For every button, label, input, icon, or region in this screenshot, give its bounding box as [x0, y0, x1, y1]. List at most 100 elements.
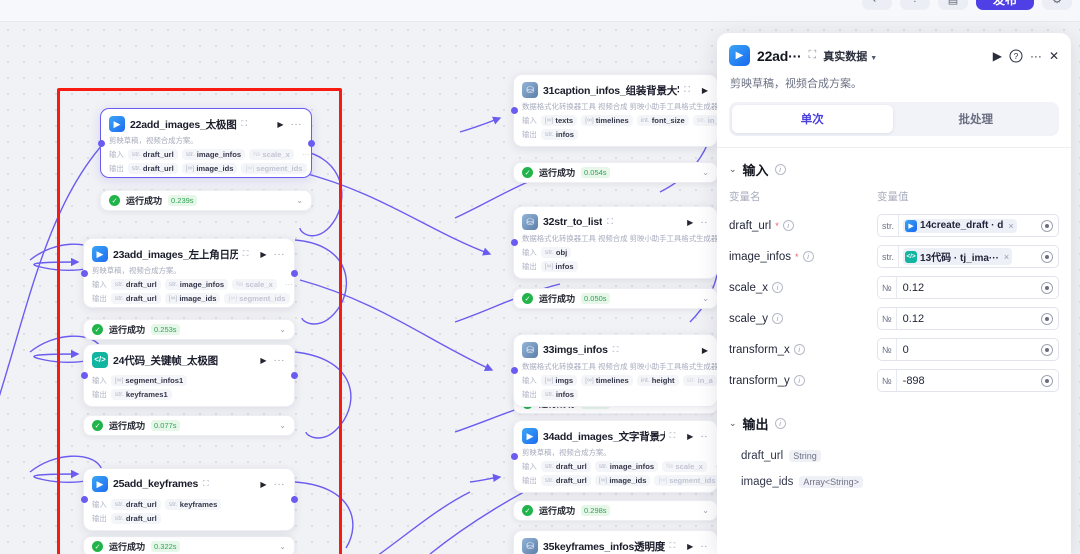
- value-options-icon[interactable]: [1041, 219, 1053, 232]
- node-card-31caption-infos[interactable]: ⛁ 31caption_infos_组装背景大字 ⛶ ▶ 数据格式化转换器工具 …: [510, 74, 718, 147]
- play-icon[interactable]: ▶: [277, 119, 284, 129]
- chevron-down-icon[interactable]: ⌄: [702, 506, 709, 515]
- play-icon[interactable]: ▶: [260, 479, 267, 489]
- output-port[interactable]: [307, 139, 315, 147]
- close-icon[interactable]: ×: [1008, 220, 1014, 231]
- play-icon[interactable]: ▶: [701, 345, 708, 355]
- required-marker: *: [795, 251, 799, 262]
- node-card-33imgs-infos[interactable]: ⛁ 33imgs_infos ⛶ ▶ 数据格式化转换器工具 视频合成 剪映小助手…: [510, 334, 718, 407]
- reference-input[interactable]: str. </> 13代码 · tj_ima··· ×: [877, 245, 1059, 268]
- io-chip: str.draft_url: [540, 475, 591, 486]
- ellipsis-icon[interactable]: ···: [273, 478, 285, 490]
- field-value-text[interactable]: 0: [902, 343, 909, 356]
- node-card-32str-to-list[interactable]: ⛁ 32str_to_list ⛶ ▶ ·· 数据格式化转换器工具 视频合成 剪…: [510, 206, 718, 279]
- question-icon[interactable]: ?: [1009, 49, 1023, 63]
- chevron-down-icon[interactable]: ⌄: [279, 542, 286, 551]
- reference-input[interactable]: str. ▶ 14create_draft · d ×: [877, 214, 1059, 237]
- info-icon[interactable]: i: [793, 375, 805, 386]
- play-icon[interactable]: ▶: [687, 431, 694, 441]
- node-card-34add-images[interactable]: ▶ 34add_images_文字背景大字 ⛶ ▶ ·· 剪映草稿，视频合成方案…: [510, 420, 718, 493]
- info-icon[interactable]: i: [774, 164, 786, 175]
- ellipsis-icon[interactable]: ···: [290, 118, 302, 130]
- play-icon[interactable]: ▶: [260, 249, 267, 259]
- node-status-22[interactable]: ✓ 运行成功 0.239s ⌄: [100, 190, 312, 211]
- io-chip: [∞]segment_ids: [241, 163, 307, 174]
- node-card-35keyframes-infos[interactable]: ⛁ 35keyframes_infos透明度 ⛶ ▶ ··: [513, 530, 718, 554]
- input-port[interactable]: [510, 453, 518, 460]
- layout-icon[interactable]: ▤: [938, 0, 968, 10]
- column-variable-name: 变量名: [729, 191, 761, 203]
- undo-icon[interactable]: ↩: [862, 0, 892, 10]
- input-port[interactable]: [510, 239, 518, 246]
- info-icon[interactable]: i: [793, 344, 805, 355]
- input-port[interactable]: [510, 367, 518, 374]
- ellipsis-icon[interactable]: ··: [700, 216, 708, 228]
- play-icon[interactable]: ▶: [260, 355, 267, 365]
- node-description: 剪映草稿，视频合成方案。: [522, 448, 611, 457]
- ellipsis-icon[interactable]: ··: [700, 540, 708, 552]
- chevron-down-icon[interactable]: ⌄: [279, 325, 286, 334]
- number-input[interactable]: № 0.12: [877, 307, 1059, 330]
- info-icon[interactable]: i: [774, 418, 786, 429]
- input-section-header[interactable]: ⌄ 输入 i: [729, 148, 1059, 189]
- close-icon[interactable]: ×: [1003, 251, 1010, 262]
- play-icon[interactable]: ▶: [992, 48, 1002, 63]
- selection-rectangle: [57, 88, 342, 554]
- tab-single-run[interactable]: 单次: [732, 105, 893, 133]
- bookmark-icon[interactable]: ⛶: [808, 49, 817, 61]
- chevron-down-icon[interactable]: ⌄: [729, 418, 737, 428]
- output-port[interactable]: [290, 269, 298, 277]
- value-options-icon[interactable]: [1041, 343, 1053, 356]
- node-status-24[interactable]: ✓ 运行成功 0.077s ⌄: [83, 415, 295, 436]
- field-value-text[interactable]: 0.12: [902, 281, 925, 294]
- value-options-icon[interactable]: [1041, 250, 1053, 263]
- value-options-icon[interactable]: [1041, 374, 1053, 387]
- value-options-icon[interactable]: [1041, 281, 1053, 294]
- data-mode-dropdown[interactable]: 真实数据 ▼: [823, 48, 877, 64]
- node-title: 31caption_infos_组装背景大字: [543, 84, 680, 97]
- node-status-34[interactable]: ✓ 运行成功 0.298s ⌄: [513, 500, 718, 521]
- status-text: 运行成功: [109, 421, 146, 431]
- ellipsis-icon[interactable]: ···: [273, 354, 285, 366]
- ellipsis-icon[interactable]: ···: [273, 248, 285, 260]
- reference-chip[interactable]: </> 13代码 · tj_ima··· ×: [903, 248, 1013, 265]
- number-input[interactable]: № 0: [877, 338, 1059, 361]
- help-icon[interactable]: ?: [900, 0, 930, 10]
- publish-button[interactable]: 发布: [976, 0, 1034, 10]
- info-icon[interactable]: i: [782, 220, 794, 231]
- field-value-text[interactable]: 0.12: [902, 312, 925, 325]
- number-input[interactable]: № 0.12: [877, 276, 1059, 299]
- output-port[interactable]: [290, 372, 298, 379]
- close-icon[interactable]: ✕: [1048, 48, 1059, 63]
- input-port[interactable]: [80, 496, 88, 503]
- ellipsis-icon[interactable]: ··: [700, 430, 708, 442]
- play-icon[interactable]: ▶: [687, 217, 694, 227]
- node-status-25[interactable]: ✓ 运行成功 0.322s ⌄: [83, 536, 295, 554]
- chevron-down-icon[interactable]: ⌄: [279, 421, 286, 430]
- info-icon[interactable]: i: [802, 251, 814, 262]
- info-icon[interactable]: i: [772, 282, 783, 293]
- tab-batch-run[interactable]: 批处理: [958, 114, 994, 126]
- play-icon[interactable]: ▶: [687, 541, 694, 551]
- type-badge: str.: [878, 215, 900, 236]
- field-value-text[interactable]: -898: [902, 374, 925, 387]
- info-icon[interactable]: i: [772, 313, 783, 324]
- reference-chip[interactable]: ▶ 14create_draft · d ×: [903, 218, 1017, 233]
- input-port[interactable]: [510, 107, 518, 114]
- node-status-32[interactable]: ✓ 运行成功 0.050s ⌄: [513, 288, 718, 309]
- output-port[interactable]: [290, 496, 298, 503]
- output-type-badge: String: [789, 450, 821, 462]
- output-section-header[interactable]: ⌄ 输出 i: [729, 396, 1059, 443]
- settings-icon[interactable]: ⚙: [1042, 0, 1072, 10]
- chevron-down-icon[interactable]: ⌄: [729, 164, 737, 174]
- value-options-icon[interactable]: [1041, 312, 1053, 325]
- field-label: draft_url: [729, 219, 772, 232]
- number-input[interactable]: № -898: [877, 369, 1059, 392]
- ellipsis-icon[interactable]: ···: [1029, 48, 1042, 63]
- play-icon[interactable]: ▶: [701, 85, 708, 95]
- node-status-31[interactable]: ✓ 运行成功 0.054s ⌄: [513, 162, 718, 183]
- chevron-down-icon[interactable]: ⌄: [702, 294, 709, 303]
- chevron-down-icon[interactable]: ⌄: [702, 168, 709, 177]
- node-card-25add-keyframes[interactable]: ▶ 25add_keyframes ⛶ ▶ ··· 输入 str.draft_u…: [80, 468, 298, 531]
- panel-node-name[interactable]: 22ad···: [757, 47, 802, 64]
